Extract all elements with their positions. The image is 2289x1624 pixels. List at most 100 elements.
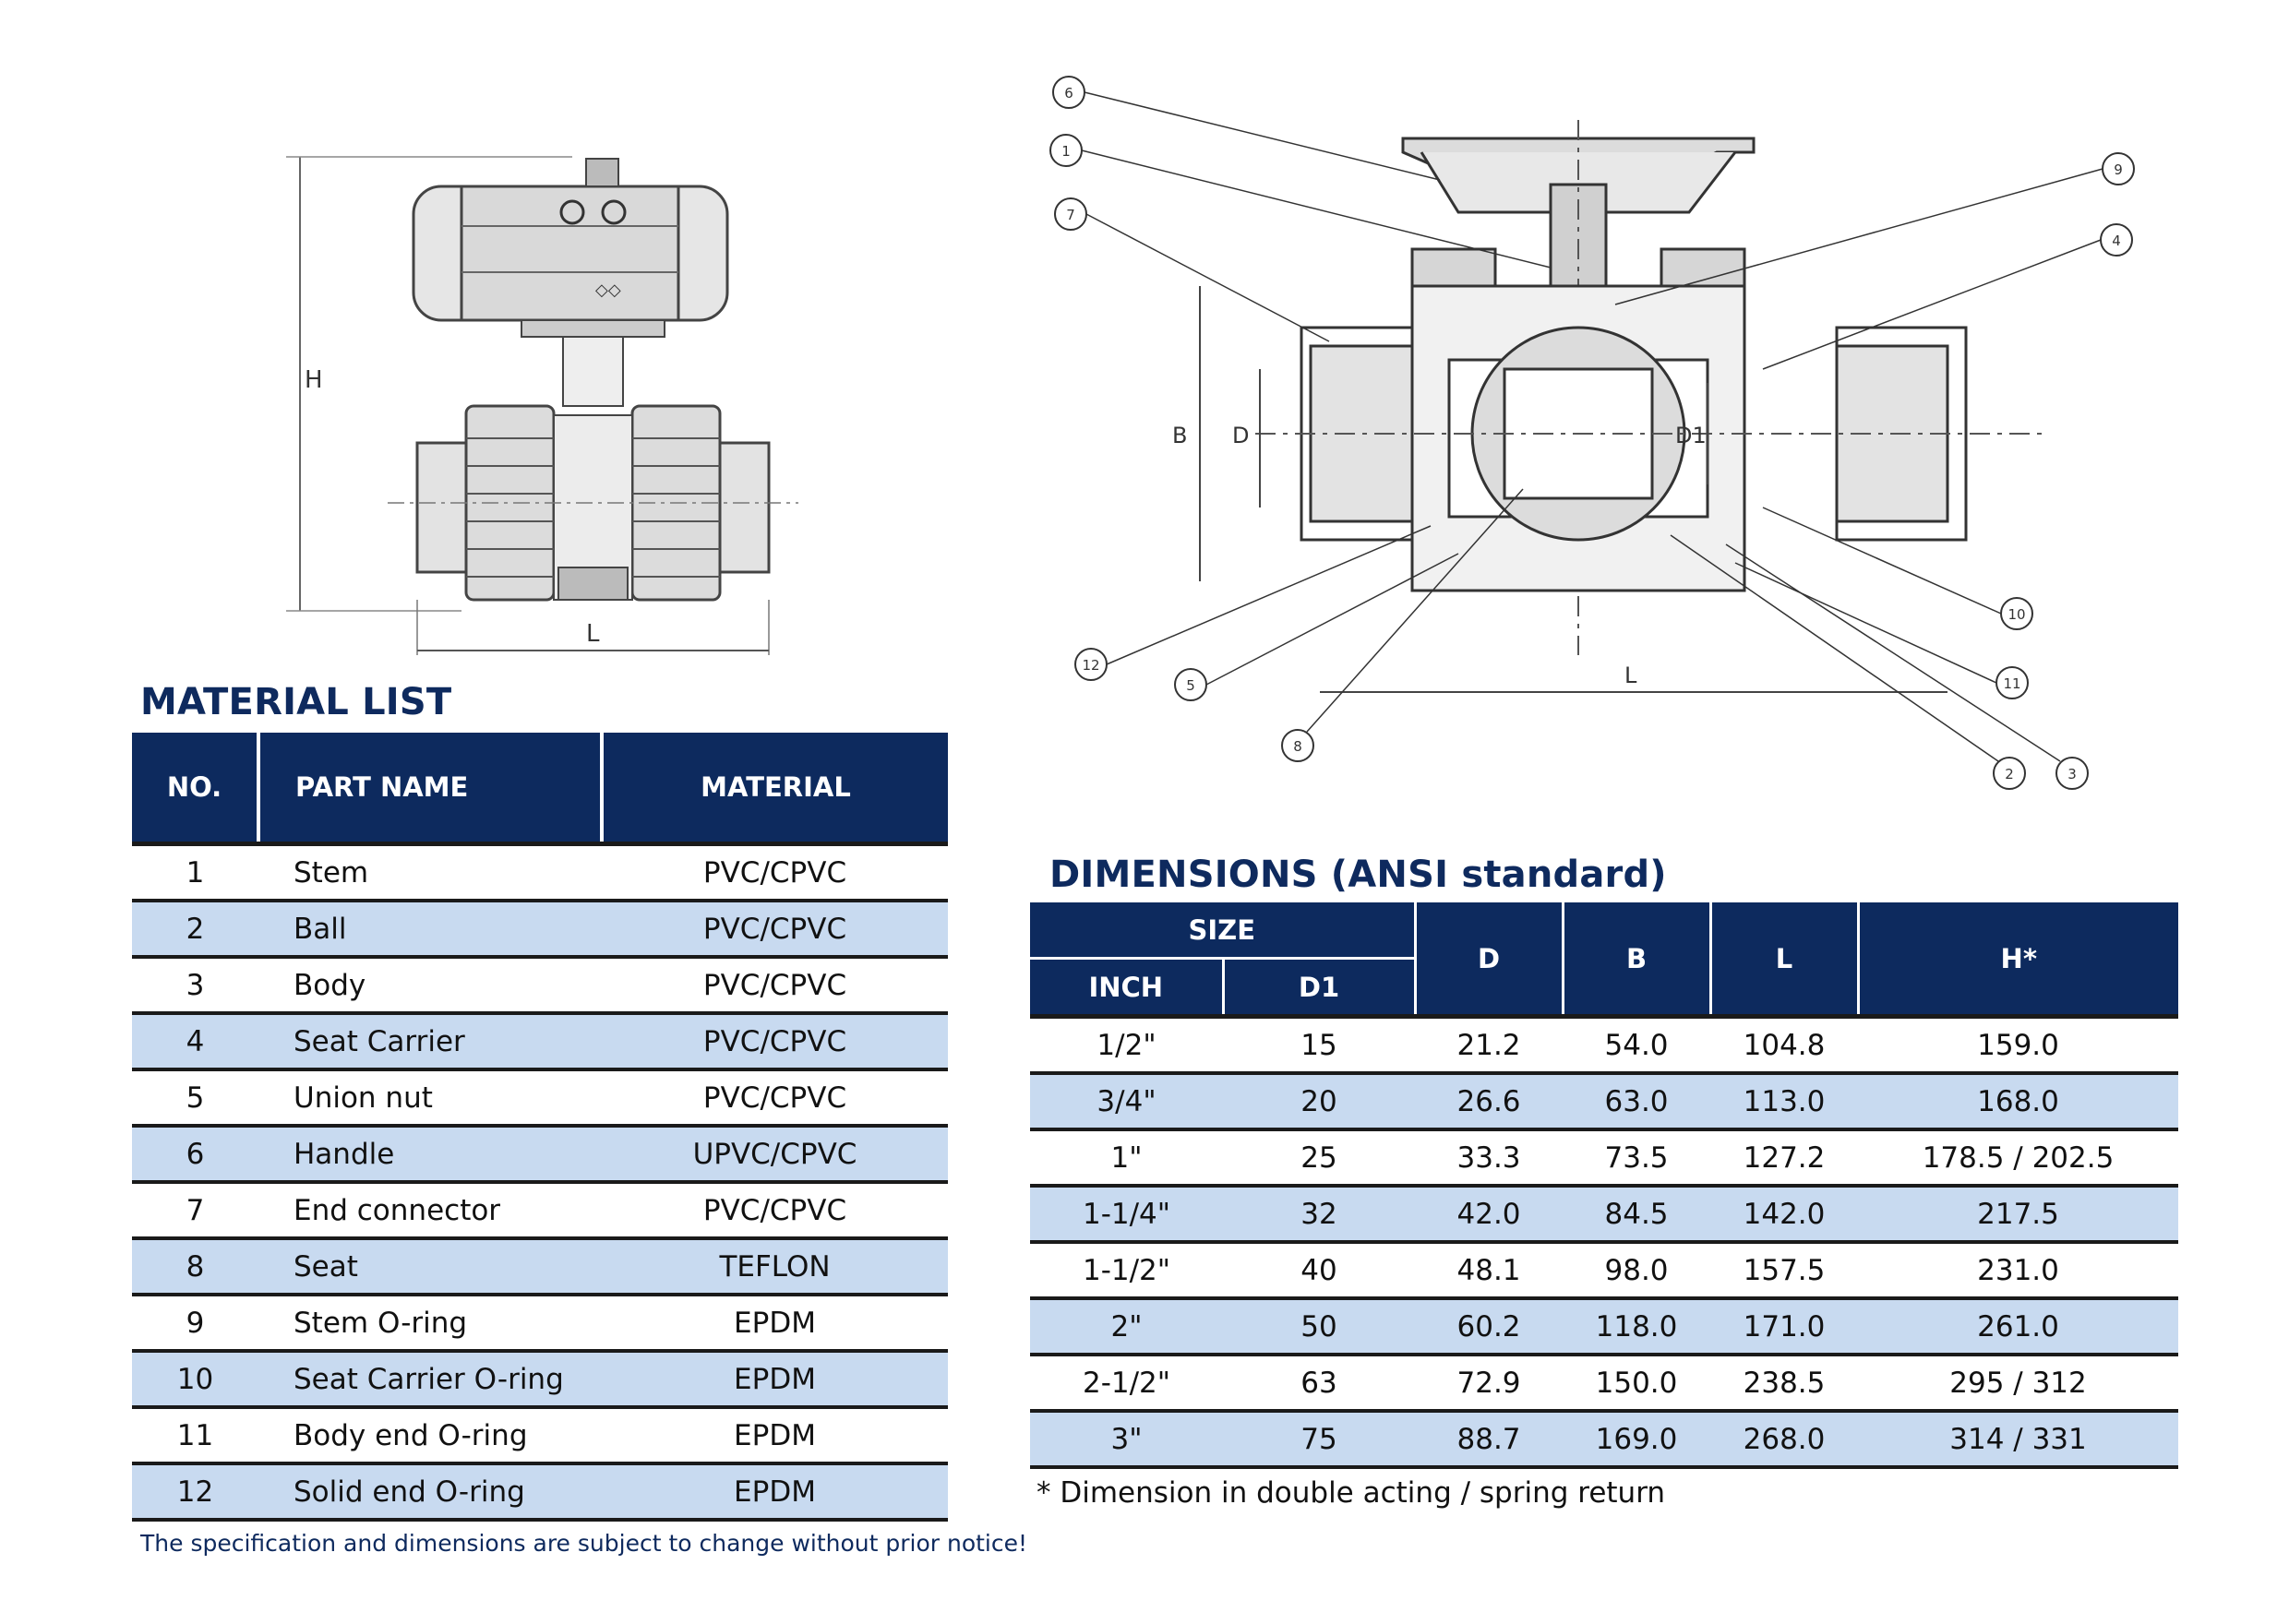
material-cell-material: TEFLON <box>602 1238 948 1296</box>
dimension-cell-l: 238.5 <box>1710 1355 1859 1413</box>
material-cell-no: 9 <box>132 1295 258 1353</box>
header-size: SIZE <box>1030 902 1417 960</box>
header-d: D <box>1415 902 1564 1017</box>
material-cell-material: EPDM <box>602 1295 948 1353</box>
dimension-cell-d1: 40 <box>1223 1242 1416 1300</box>
dimension-cell-inch: 1-1/2" <box>1030 1242 1223 1300</box>
material-cell-no: 5 <box>132 1069 258 1128</box>
callout-5: 5 <box>1186 677 1195 694</box>
dimension-cell-l: 157.5 <box>1710 1242 1859 1300</box>
callout-3: 3 <box>2067 766 2077 782</box>
d1-dimension-label: D1 <box>1675 423 1707 448</box>
dimension-cell-h: 295 / 312 <box>1858 1355 2179 1413</box>
material-cell-material: PVC/CPVC <box>602 1182 948 1240</box>
header-h: H* <box>2000 942 2037 974</box>
dimension-cell-d1: 15 <box>1223 1016 1416 1075</box>
material-cell-material: PVC/CPVC <box>602 1013 948 1071</box>
dimension-cell-h: 231.0 <box>1858 1242 2179 1300</box>
material-cell-no: 2 <box>132 901 258 959</box>
dimension-cell-b: 118.0 <box>1563 1298 1711 1356</box>
callout-12: 12 <box>1082 657 1099 674</box>
material-cell-material: EPDM <box>602 1463 948 1522</box>
material-cell-part: Seat Carrier O-ring <box>258 1351 602 1409</box>
dimension-cell-d1: 50 <box>1223 1298 1416 1356</box>
dimensions-title: DIMENSIONS (ANSI standard) <box>1049 854 1667 896</box>
callout-2: 2 <box>2005 766 2014 782</box>
dimension-cell-h: 261.0 <box>1858 1298 2179 1356</box>
dimension-cell-d1: 75 <box>1223 1411 1416 1469</box>
dimension-cell-d: 21.2 <box>1415 1016 1564 1075</box>
material-cell-part: Ball <box>258 901 602 959</box>
callout-11: 11 <box>2003 675 2020 692</box>
material-cell-no: 11 <box>132 1407 258 1465</box>
dimension-cell-inch: 3/4" <box>1030 1073 1223 1131</box>
material-cell-no: 12 <box>132 1463 258 1522</box>
material-cell-part: End connector <box>258 1182 602 1240</box>
header-part-name: PART NAME <box>258 733 604 844</box>
callout-8: 8 <box>1293 738 1302 755</box>
header-inch: INCH <box>1030 958 1225 1017</box>
callout-1: 1 <box>1061 143 1071 160</box>
material-cell-part: Solid end O-ring <box>258 1463 602 1522</box>
dimension-cell-inch: 3" <box>1030 1411 1223 1469</box>
dimension-cell-b: 73.5 <box>1563 1129 1711 1188</box>
callout-10: 10 <box>2007 606 2025 623</box>
dimension-cell-inch: 2" <box>1030 1298 1223 1356</box>
material-cell-material: PVC/CPVC <box>602 957 948 1015</box>
l-dimension-label: L <box>1624 663 1637 688</box>
dimension-cell-d: 42.0 <box>1415 1186 1564 1244</box>
dimension-cell-d1: 25 <box>1223 1129 1416 1188</box>
dimension-cell-b: 84.5 <box>1563 1186 1711 1244</box>
dimension-cell-d1: 63 <box>1223 1355 1416 1413</box>
material-cell-part: Union nut <box>258 1069 602 1128</box>
dimension-cell-d: 33.3 <box>1415 1129 1564 1188</box>
d-dimension-label: D <box>1232 423 1249 448</box>
l-dimension-label: L <box>586 620 600 648</box>
dimension-cell-inch: 1-1/4" <box>1030 1186 1223 1244</box>
notice-text: The specification and dimensions are sub… <box>140 1530 1028 1557</box>
header-l: L <box>1710 902 1860 1017</box>
material-cell-material: PVC/CPVC <box>602 843 948 902</box>
actuator-valve-drawing: H ◇◇ L <box>286 156 798 655</box>
dimension-cell-b: 54.0 <box>1563 1016 1711 1075</box>
dimension-cell-l: 142.0 <box>1710 1186 1859 1244</box>
dimension-cell-h: 217.5 <box>1858 1186 2179 1244</box>
dimension-cell-b: 63.0 <box>1563 1073 1711 1131</box>
material-cell-part: Seat Carrier <box>258 1013 602 1071</box>
material-cell-material: UPVC/CPVC <box>602 1126 948 1184</box>
dimension-cell-d1: 32 <box>1223 1186 1416 1244</box>
header-material: MATERIAL <box>701 771 851 803</box>
dimension-cell-h: 159.0 <box>1858 1016 2179 1075</box>
dims-header-row-1: SIZE D B L H* <box>1030 902 2179 1017</box>
dimension-cell-l: 104.8 <box>1710 1016 1859 1075</box>
dimension-cell-l: 127.2 <box>1710 1129 1859 1188</box>
material-cell-material: EPDM <box>602 1351 948 1409</box>
dimension-cell-b: 150.0 <box>1563 1355 1711 1413</box>
material-header-row: NO. PART NAME MATERIAL <box>132 733 948 844</box>
material-cell-part: Body end O-ring <box>258 1407 602 1465</box>
material-cell-part: Body <box>258 957 602 1015</box>
dimension-cell-d: 88.7 <box>1415 1411 1564 1469</box>
dimension-cell-d: 60.2 <box>1415 1298 1564 1356</box>
header-no: NO. <box>132 733 260 844</box>
material-cell-no: 8 <box>132 1238 258 1296</box>
